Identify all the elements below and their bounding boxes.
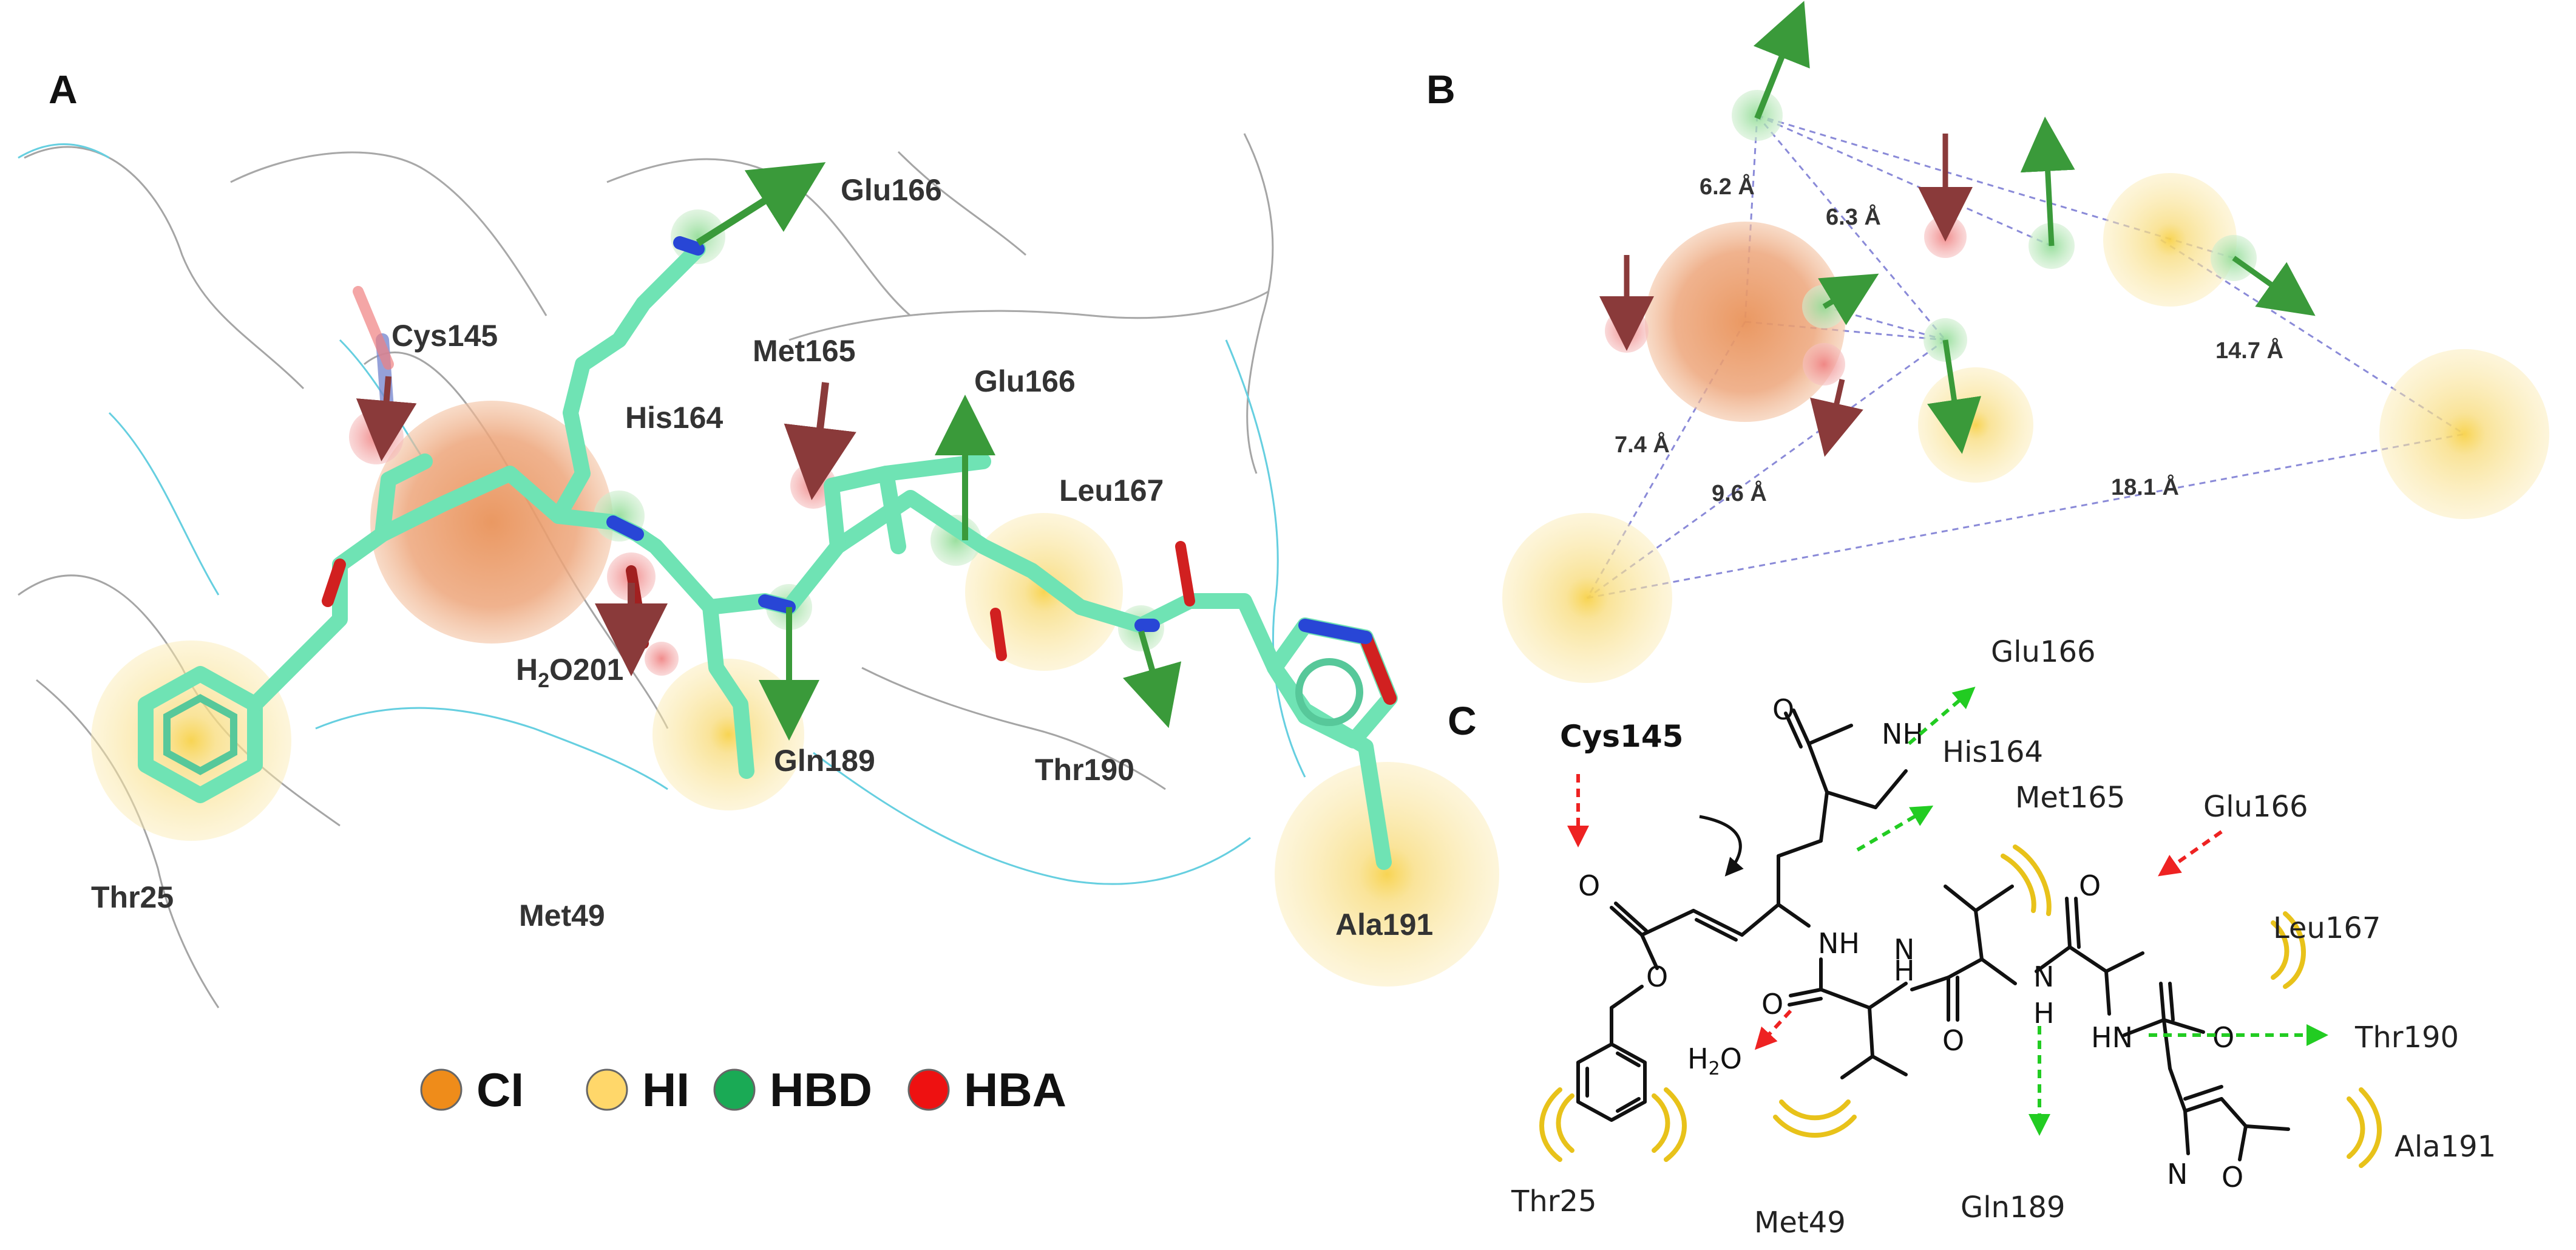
b-vector-3 bbox=[1927, 339, 1982, 454]
atom-o2: O bbox=[1942, 1024, 1964, 1057]
hi-sphere-leu167 bbox=[965, 513, 1123, 671]
label-c-thr25: Thr25 bbox=[1511, 1184, 1597, 1218]
label-c-his164: His164 bbox=[1942, 735, 2043, 769]
legend-hi-swatch bbox=[586, 1068, 628, 1111]
c-hbond-water bbox=[1754, 1009, 1792, 1050]
c-hbond-glu166 bbox=[2158, 830, 2223, 877]
hydrophobic-arcs bbox=[1539, 844, 2382, 1168]
ligand-2d-structure bbox=[1576, 708, 2290, 1161]
c-hbond-his164 bbox=[1856, 805, 1934, 852]
label-c-met49: Met49 bbox=[1754, 1206, 1846, 1240]
panel-a: A bbox=[18, 67, 1499, 1116]
hbd-vector-glu166 bbox=[696, 162, 826, 246]
label-c-thr190: Thr190 bbox=[2354, 1021, 2459, 1055]
b-hi-sphere-1 bbox=[1502, 513, 1672, 683]
label-a-met165: Met165 bbox=[753, 334, 856, 368]
label-a-met49: Met49 bbox=[519, 898, 605, 932]
legend-hbd-swatch bbox=[713, 1068, 756, 1111]
legend-ci-swatch bbox=[420, 1068, 463, 1111]
b-vector-2 bbox=[1818, 273, 1879, 325]
atom-o-ester-dbl: O bbox=[1578, 869, 1600, 902]
label-c-glu166: Glu166 bbox=[2203, 790, 2308, 824]
legend-ci-label: CI bbox=[476, 1063, 524, 1116]
atom-n3: N bbox=[2033, 960, 2054, 993]
atom-o-ring: O bbox=[1772, 693, 1794, 726]
label-a-h2o201: H2O201 bbox=[516, 653, 623, 692]
label-a-glu166-top: Glu166 bbox=[841, 173, 942, 207]
label-a-glu166: Glu166 bbox=[974, 364, 1076, 398]
legend-hbd-label: HBD bbox=[770, 1063, 872, 1116]
b-hba-sphere-2 bbox=[1803, 343, 1845, 386]
panel-letter-b: B bbox=[1426, 67, 1456, 112]
b-hi-sphere-3 bbox=[2103, 173, 2237, 307]
distance-label-6: 18.1 Å bbox=[2111, 474, 2179, 500]
atom-hn2: H bbox=[1894, 954, 1915, 987]
label-c-glu166-top: Glu166 bbox=[1991, 635, 2096, 669]
label-a-ala191: Ala191 bbox=[1335, 908, 1433, 942]
atom-o3: O bbox=[2079, 869, 2101, 902]
b-vector-4 bbox=[2020, 117, 2075, 246]
atom-n2: N bbox=[1894, 933, 1914, 966]
ligand-sticks bbox=[138, 236, 1398, 870]
atom-o-ester: O bbox=[1646, 960, 1668, 993]
label-a-leu167: Leu167 bbox=[1059, 474, 1164, 508]
panel-letter-a: A bbox=[49, 67, 78, 112]
label-a-thr25: Thr25 bbox=[91, 880, 174, 914]
distance-label-1: 6.2 Å bbox=[1700, 173, 1755, 200]
b-vector-7 bbox=[1810, 379, 1863, 457]
label-c-ala191: Ala191 bbox=[2395, 1130, 2496, 1164]
distance-label-4: 7.4 Å bbox=[1615, 431, 1670, 458]
distance-label-5: 9.6 Å bbox=[1712, 480, 1767, 506]
label-a-cys145: Cys145 bbox=[391, 319, 498, 353]
hba-vector-met165 bbox=[784, 382, 856, 500]
panel-c: C bbox=[1448, 635, 2496, 1240]
hba-vector-cys145 bbox=[356, 376, 417, 461]
label-c-cys145: Cys145 bbox=[1560, 719, 1683, 754]
atom-hn4: HN bbox=[2091, 1021, 2133, 1054]
distance-label-2: 6.3 Å bbox=[1826, 203, 1881, 230]
hi-sphere-ala191 bbox=[1275, 762, 1499, 987]
legend-hba-label: HBA bbox=[964, 1063, 1066, 1116]
label-c-met165: Met165 bbox=[2015, 781, 2125, 815]
atom-o1: O bbox=[1761, 988, 1783, 1021]
panel-b: B bbox=[1426, 1, 2549, 683]
hba-sphere-cys145 bbox=[349, 410, 404, 464]
b-ci-sphere bbox=[1645, 222, 1845, 422]
b-vector-5 bbox=[2232, 256, 2316, 316]
atom-iso-o: O bbox=[2222, 1161, 2243, 1194]
atom-nh-ring: NH bbox=[1882, 718, 1924, 750]
hba-sphere-h2o bbox=[645, 642, 679, 676]
label-a-thr190: Thr190 bbox=[1035, 753, 1134, 787]
legend: CI HI HBD HBA bbox=[420, 1063, 1066, 1116]
panel-letter-c: C bbox=[1448, 698, 1477, 743]
legend-hi-label: HI bbox=[642, 1063, 690, 1116]
atom-iso-n: N bbox=[2167, 1158, 2188, 1191]
label-c-leu167: Leu167 bbox=[2273, 911, 2381, 945]
label-a-his164: His164 bbox=[625, 401, 723, 435]
hbd-vector-thr190 bbox=[1122, 630, 1182, 729]
label-a-gln189: Gln189 bbox=[774, 744, 875, 778]
atom-h3: H bbox=[2033, 997, 2055, 1030]
b-hi-sphere-4 bbox=[2379, 349, 2549, 519]
b-hi-sphere-2 bbox=[1918, 367, 2033, 483]
atom-o4: O bbox=[2212, 1021, 2234, 1054]
legend-hba-swatch bbox=[907, 1068, 950, 1111]
atom-nh1: NH bbox=[1818, 927, 1860, 960]
distance-label-3: 14.7 Å bbox=[2215, 337, 2283, 364]
b-vector-1 bbox=[1753, 1, 1810, 120]
label-c-gln189: Gln189 bbox=[1961, 1191, 2066, 1225]
label-c-h2o: H2O bbox=[1687, 1042, 1742, 1079]
